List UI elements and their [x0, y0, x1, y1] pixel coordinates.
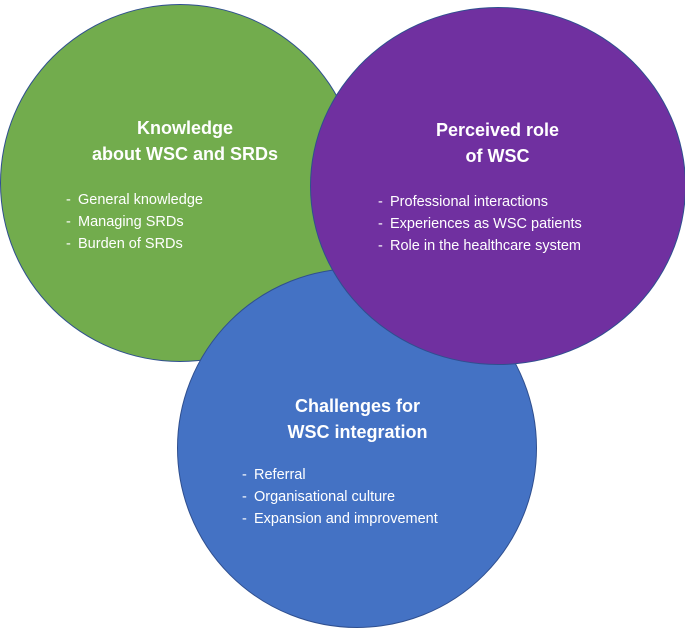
perceived-role-item-role: Role in the healthcare system: [378, 235, 582, 257]
challenges-title-line1: Challenges for: [294, 396, 421, 416]
challenges-items: Referral Organisational culture Expansio…: [242, 464, 438, 530]
perceived-role-items: Professional interactions Experiences as…: [378, 191, 582, 257]
perceived-role-title: Perceived role of WSC: [390, 117, 605, 169]
perceived-role-item-experiences: Experiences as WSC patients: [378, 213, 582, 235]
knowledge-items: General knowledge Managing SRDs Burden o…: [66, 189, 203, 255]
knowledge-item-general: General knowledge: [66, 189, 203, 211]
challenges-title: Challenges for WSC integration: [245, 393, 470, 445]
perceived-role-item-interactions: Professional interactions: [378, 191, 582, 213]
perceived-role-title-line1: Perceived role: [435, 120, 560, 140]
challenges-item-referral: Referral: [242, 464, 438, 486]
knowledge-item-managing: Managing SRDs: [66, 211, 203, 233]
perceived-role-circle: [310, 7, 685, 365]
knowledge-item-burden: Burden of SRDs: [66, 233, 203, 255]
knowledge-title-line2: about WSC and SRDs: [91, 144, 278, 164]
challenges-title-line2: WSC integration: [287, 422, 428, 442]
knowledge-title: Knowledge about WSC and SRDs: [70, 115, 300, 167]
challenges-item-expansion: Expansion and improvement: [242, 508, 438, 530]
challenges-item-culture: Organisational culture: [242, 486, 438, 508]
knowledge-title-line1: Knowledge: [136, 118, 233, 138]
perceived-role-title-line2: of WSC: [465, 146, 530, 166]
